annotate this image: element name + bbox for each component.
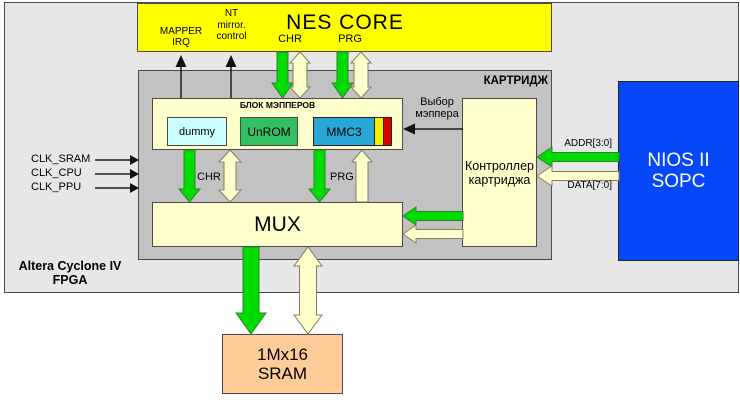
mmc3-label: MMC3 <box>314 118 374 145</box>
mmc3-mapper-box: MMC3 <box>313 117 392 146</box>
addr-bus-label: ADDR[3:0] <box>564 138 612 149</box>
mapper-select-arrow <box>403 123 463 135</box>
chr-green-arrow-top <box>271 51 294 99</box>
data-bus-cream-arrow <box>536 165 620 187</box>
dummy-mapper-box: dummy <box>167 117 227 146</box>
chr-label-top: CHR <box>278 33 302 45</box>
sram-green-arrow <box>235 246 267 335</box>
controller-mux-green-arrow <box>402 206 464 226</box>
clk-cpu-arrow <box>95 169 139 179</box>
prg-label-top: PRG <box>338 33 362 45</box>
clk-ppu-arrow <box>95 183 139 193</box>
unrom-mapper-box: UnROM <box>240 117 298 146</box>
chr-cream-arrow-mid <box>217 149 243 203</box>
addr-bus-green-arrow <box>536 146 620 168</box>
data-bus-label: DATA[7:0] <box>567 180 612 191</box>
nios-sopc-box: NIOS II SOPC <box>618 81 739 261</box>
nt-mirror-arrow <box>225 55 237 98</box>
chr-cream-arrow-top <box>288 51 312 99</box>
fpga-title: Altera Cyclone IV FPGA <box>18 259 122 287</box>
chr-green-arrow-mid <box>177 149 202 203</box>
nt-mirror-control-label: NT mirror. control <box>216 8 247 42</box>
prg-label-mid: PRG <box>330 171 354 183</box>
prg-cream-arrow-mid <box>350 149 374 203</box>
mappers-block-title: БЛОК МЭППЕРОВ <box>239 100 316 110</box>
clk-ppu-label: CLK_PPU <box>31 181 82 193</box>
cartridge-controller-box: Контроллер картриджа <box>462 98 537 247</box>
prg-green-arrow-mid <box>307 149 332 203</box>
sram-cream-arrow <box>293 246 323 335</box>
sram-box: 1Mx16 SRAM <box>222 334 343 394</box>
chr-label-mid: CHR <box>197 171 221 183</box>
mapper-irq-label: MAPPER IRQ <box>159 26 203 48</box>
mmc3-red-stripe <box>383 118 391 145</box>
clk-sram-arrow <box>95 155 139 165</box>
nes-core-title: NES CORE <box>286 11 404 34</box>
mapper-irq-arrow <box>175 55 187 98</box>
prg-green-arrow-top <box>331 51 354 99</box>
cartridge-title: КАРТРИДЖ <box>483 75 548 87</box>
mmc3-yellow-stripe <box>374 118 383 145</box>
controller-mux-cream-arrow <box>402 224 464 244</box>
mux-box: MUX <box>152 202 403 247</box>
mapper-select-label: Выбор мэппера <box>415 96 459 120</box>
clk-sram-label: CLK_SRAM <box>31 153 91 165</box>
clk-cpu-label: CLK_CPU <box>31 167 82 179</box>
prg-cream-arrow-top <box>349 51 373 99</box>
